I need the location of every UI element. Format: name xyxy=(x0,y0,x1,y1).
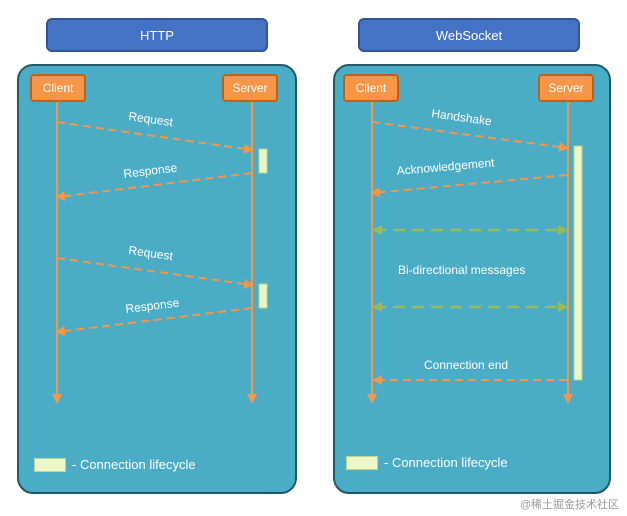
ws-message-label: Handshake xyxy=(431,106,493,128)
http-message-label: Request xyxy=(128,109,175,129)
ws-message-label: Connection end xyxy=(424,358,508,372)
http-request-arrow xyxy=(56,121,254,154)
websocket-title: WebSocket xyxy=(358,18,580,52)
ws-server-box: Server xyxy=(538,74,594,102)
watermark: @稀土掘金技术社区 xyxy=(519,499,619,511)
http-message-label: Response xyxy=(125,295,181,316)
legend-swatch xyxy=(346,455,378,470)
http-message-label: Response xyxy=(123,160,179,181)
http-lifecycle-bar xyxy=(258,283,268,309)
http-client-box: Client xyxy=(30,74,86,102)
legend-swatch xyxy=(34,457,66,472)
websocket-panel xyxy=(333,64,611,494)
ws-message-label: Bi-directional messages xyxy=(398,263,525,277)
http-response-arrow xyxy=(55,307,253,336)
http-legend-label: - Connection lifecycle xyxy=(72,457,196,472)
http-title: HTTP xyxy=(46,18,268,52)
ws-client-box: Client xyxy=(343,74,399,102)
http-message-label: Request xyxy=(128,243,175,263)
ws-handshake-arrow xyxy=(371,121,569,152)
http-lifecycle-bar xyxy=(258,148,268,174)
ws-legend-label: - Connection lifecycle xyxy=(384,455,508,470)
ws-acknowledgement-arrow xyxy=(370,174,568,198)
http-legend: - Connection lifecycle xyxy=(34,457,196,472)
http-response-arrow xyxy=(55,172,253,201)
ws-message-label: Acknowledgement xyxy=(396,155,496,178)
http-request-arrow xyxy=(56,257,254,289)
ws-legend: - Connection lifecycle xyxy=(346,455,508,470)
http-server-box: Server xyxy=(222,74,278,102)
ws-lifecycle-bar xyxy=(573,145,583,381)
